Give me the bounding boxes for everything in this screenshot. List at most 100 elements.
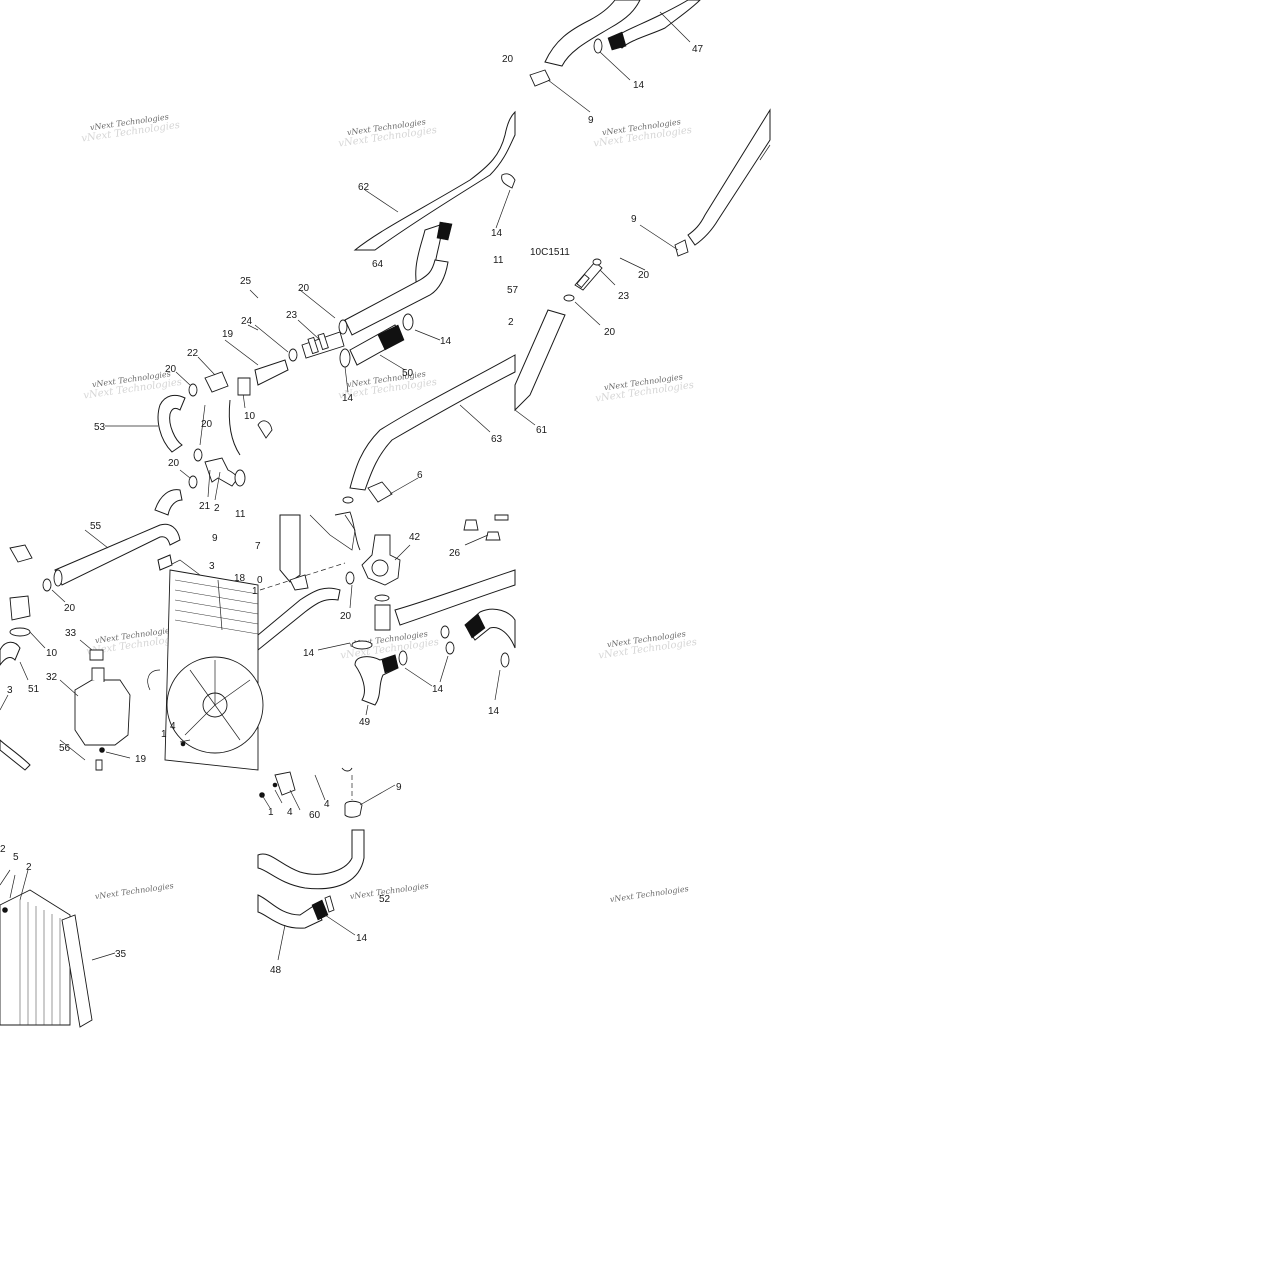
radiator-fan-assembly: [147, 554, 264, 771]
callout-32: 32: [46, 672, 58, 683]
callout-42: 42: [409, 532, 421, 543]
callout-35: 35: [115, 949, 127, 960]
callout-20: 20: [604, 327, 616, 338]
hose-61: [514, 309, 566, 412]
hose-47: [544, 0, 641, 67]
callout-4: 4: [287, 807, 293, 818]
svg-text:vNext Technologies: vNext Technologies: [609, 884, 689, 904]
callout-50: 50: [402, 368, 414, 379]
radiator-side-tank: [61, 914, 93, 1028]
callout-14: 14: [303, 648, 315, 659]
fitting-9-top: [529, 69, 591, 113]
drawing-code: 10C1511: [530, 247, 570, 258]
watermark: vNext Technologies vNext Technologies: [81, 112, 181, 144]
callout-20: 20: [502, 54, 514, 65]
callout-4: 4: [170, 721, 176, 732]
callout-51: 51: [28, 684, 40, 695]
callout-14: 14: [356, 933, 368, 944]
callout-60: 60: [309, 810, 321, 821]
callout-20: 20: [638, 270, 650, 281]
callout-22: 22: [187, 348, 199, 359]
hose-48: [257, 894, 323, 929]
hose-48-52-group: [257, 767, 396, 961]
hose-right-upper: [639, 108, 771, 257]
callout-21: 21: [199, 501, 211, 512]
callout-9: 9: [588, 115, 594, 126]
callout-19: 19: [222, 329, 234, 340]
callout-0: 0: [257, 575, 263, 586]
filler-neck: [9, 595, 31, 621]
callout-24: 24: [241, 316, 253, 327]
callout-5: 5: [13, 852, 19, 863]
fittings-right-23-20: [514, 257, 646, 426]
hose-52: [257, 829, 365, 890]
callout-49: 49: [359, 717, 371, 728]
callout-64: 64: [372, 259, 384, 270]
caps-26: [463, 514, 509, 546]
callout-18: 18: [234, 573, 246, 584]
callout-48: 48: [270, 965, 282, 976]
callout-labels: 47 14 20 9 62 14 9 20 10C1511 25 20 64 2…: [0, 44, 704, 976]
callout-14: 14: [488, 706, 500, 717]
hose-63: [349, 354, 516, 491]
cap-33: [89, 649, 104, 661]
callout-63: 63: [491, 434, 503, 445]
callout-1: 1: [252, 586, 258, 597]
callout-23: 23: [618, 291, 630, 302]
tee-21-group: [154, 359, 289, 516]
fittings-20-23: [254, 289, 348, 362]
hose-right-middle: [394, 569, 516, 701]
reservoir-32: [74, 679, 131, 746]
callout-14: 14: [633, 80, 645, 91]
callout-3: 3: [7, 685, 13, 696]
watermark: vNext Technologies: [94, 881, 174, 901]
callout-1: 1: [161, 729, 167, 740]
hose-50-group: [339, 313, 441, 393]
callout-10: 10: [46, 648, 58, 659]
callout-20: 20: [165, 364, 177, 375]
radiator-35: [0, 869, 116, 1028]
watermark: vNext Technologies vNext Technologies: [593, 117, 693, 149]
fitting-6: [367, 481, 393, 503]
hose-49-group: [317, 640, 433, 716]
callout-14: 14: [342, 393, 354, 404]
hose-62: [353, 110, 516, 251]
callout-3: 3: [209, 561, 215, 572]
watermark: vNext Technologies vNext Technologies: [598, 629, 698, 661]
callout-57: 57: [507, 285, 519, 296]
callout-9: 9: [631, 214, 637, 225]
hose-47-group: [544, 0, 701, 81]
callout-7: 7: [255, 541, 261, 552]
callout-25: 25: [240, 276, 252, 287]
callout-20: 20: [340, 611, 352, 622]
callout-2: 2: [26, 862, 32, 873]
callout-6: 6: [417, 470, 423, 481]
callout-9: 9: [396, 782, 402, 793]
svg-text:vNext Technologies: vNext Technologies: [94, 881, 174, 901]
callout-23: 23: [286, 310, 298, 321]
callout-33: 33: [65, 628, 77, 639]
hose-left-of-thermostat: [257, 514, 356, 652]
callout-61: 61: [536, 425, 548, 436]
callout-4: 4: [324, 799, 330, 810]
callout-10: 10: [244, 411, 256, 422]
callout-20: 20: [298, 283, 310, 294]
hose-51: [0, 641, 21, 666]
hose-53-group: [105, 289, 259, 453]
callout-20: 20: [64, 603, 76, 614]
callout-20: 20: [201, 419, 213, 430]
hose-47-b: [609, 0, 701, 49]
hose-55: [54, 523, 181, 586]
callout-14: 14: [432, 684, 444, 695]
callout-9: 9: [212, 533, 218, 544]
watermark: vNext Technologies: [609, 884, 689, 904]
callout-14: 14: [491, 228, 503, 239]
callout-47: 47: [692, 44, 704, 55]
callout-1: 1: [268, 807, 274, 818]
callout-2: 2: [508, 317, 514, 328]
callout-62: 62: [358, 182, 370, 193]
callout-2: 2: [214, 503, 220, 514]
thermostat-42-group: [259, 534, 411, 631]
callout-55: 55: [90, 521, 102, 532]
